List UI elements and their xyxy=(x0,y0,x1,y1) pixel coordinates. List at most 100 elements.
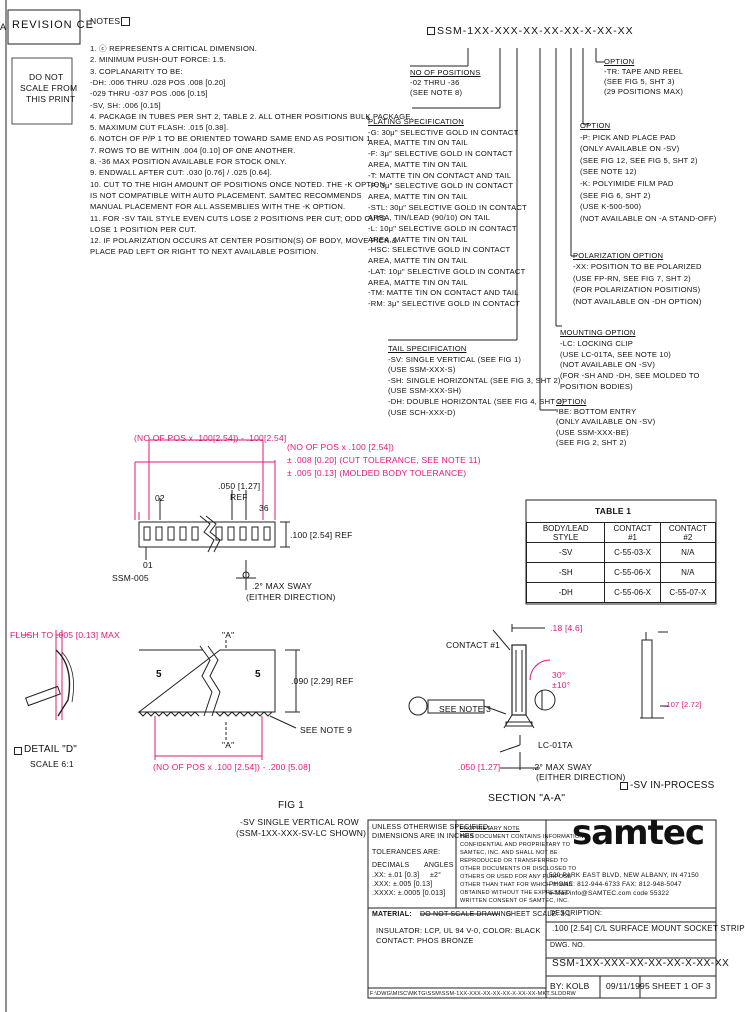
do-not-scale-line: SCALE FROM xyxy=(20,83,78,93)
tb-address-3: e-Mail info@SAMTEC.com code 55322 xyxy=(549,890,670,897)
note-line: -SV, SH: .006 [0.15] xyxy=(90,100,161,110)
tb-decimal-3: .XXXX: ±.0005 [0.013] xyxy=(372,890,446,897)
callout-line: (USE SSM-XXX-BE) xyxy=(556,427,629,437)
tb-address-2: PHONE: 812-944-6733 FAX: 812-948-5047 xyxy=(549,881,682,888)
callout-line: AREA, MATTE TIN ON TAIL xyxy=(368,191,468,201)
tb-unless-3: TOLERANCES ARE: xyxy=(372,849,441,856)
table-cell: C-55-07-X xyxy=(659,582,717,603)
pin-number-1: 5 xyxy=(156,669,162,680)
callout-line: (FOR POLARIZATION POSITIONS) xyxy=(573,285,701,295)
callout-line: (29 POSITIONS MAX) xyxy=(604,87,684,96)
detail-d-label: DETAIL "D" xyxy=(24,744,77,755)
note-line: 3. COPLANARITY TO BE: xyxy=(90,66,183,76)
proprietary-line: THIS DOCUMENT CONTAINS INFORMATION xyxy=(460,834,584,840)
tb-decimal-2: .XXX: ±.005 [0.13] xyxy=(372,881,433,888)
callout-line: -G: 30μ" SELECTIVE GOLD IN CONTACT xyxy=(368,127,519,137)
proprietary-line: CONFIDENTIAL AND PROPRIETARY TO xyxy=(460,842,571,848)
callout-line: (SEE FIG 12, SEE FIG 5, SHT 2) xyxy=(580,155,698,165)
callout-line: NO OF POSITIONS xyxy=(410,68,481,77)
fig1-pos-36: 36 xyxy=(259,503,269,513)
note-line: 6. NOTCH OF P/P 1 TO BE ORIENTED TOWARD … xyxy=(90,134,373,144)
table-header-cell: BODY/LEAD STYLE xyxy=(525,522,606,543)
table-cell: C-55-06-X xyxy=(604,562,661,583)
table-cell: -SH xyxy=(525,562,606,583)
part-number-title: SSM-1XX-XXX-XX-XX-XX-X-XX-XX xyxy=(437,25,634,37)
table1-title: TABLE 1 xyxy=(595,506,632,516)
section-sway: .2° MAX SWAY xyxy=(532,762,593,772)
fig1-dim-right-3: ± .005 [0.13] (MOLDED BODY TOLERANCE) xyxy=(287,468,467,478)
callout-line: (SEE NOTE 8) xyxy=(410,88,463,97)
fig1-pad-label: SSM-005 xyxy=(112,573,149,583)
tb-by: KOLB xyxy=(566,981,590,991)
section-angle: 30° xyxy=(552,670,566,680)
note-line: MANUAL PLACEMENT FOR ALL ASSEMBLIES WITH… xyxy=(90,202,346,212)
note-line: LOSE 1 POSITION PER CUT. xyxy=(90,224,197,234)
table-cell: C-55-06-X xyxy=(604,582,661,603)
tb-by-label: BY: xyxy=(550,981,564,991)
table-header-cell: CONTACT #2 xyxy=(659,522,717,543)
fig1-ref-label: REF xyxy=(230,492,248,502)
tb-address-1: 520 PARK EAST BLVD, NEW ALBANY, IN 47150 xyxy=(549,872,699,879)
table-header-cell: CONTACT #1 xyxy=(604,522,661,543)
callout-line: (USE K-500-500) xyxy=(580,202,642,212)
fig1-ref-pitch: .050 [1.27] xyxy=(218,481,261,491)
fig1-pos-01: 01 xyxy=(143,560,153,570)
critical-dimension-icon xyxy=(14,747,22,755)
detail-d-scale: SCALE 6:1 xyxy=(30,759,74,769)
note-line: 1. ⓒ REPRESENTS A CRITICAL DIMENSION. xyxy=(90,44,258,53)
table-row: -SH C-55-06-X N/A xyxy=(525,562,717,583)
note-line: 11. FOR -SV TAIL STYLE EVEN CUTS LOSE 2 … xyxy=(90,213,386,223)
fig1-height-ref: .100 [2.54] REF xyxy=(290,530,353,540)
callout-line: (NOT AVAILABLE ON -DH OPTION) xyxy=(573,296,702,306)
tb-description-label: DESCRIPTION: xyxy=(550,910,603,917)
callout-line: TAIL SPECIFICATION xyxy=(388,344,467,353)
callout-line: PLATING SPECIFICATION xyxy=(368,117,464,126)
section-ref-dim: .050 [1.27] xyxy=(458,762,501,772)
tb-sheet-scale: SHEET SCALE: 3:1 xyxy=(506,911,571,918)
callout-line: -SV: SINGLE VERTICAL (SEE FIG 1) xyxy=(388,354,522,364)
callout-line: (SEE FIG 6, SHT 2) xyxy=(580,190,651,200)
callout-line: (SEE FIG 2, SHT 2) xyxy=(556,437,627,447)
drawing-lines xyxy=(5,0,717,1012)
callout-line: -XX: POSITION TO BE POLARIZED xyxy=(573,262,702,272)
table-row: -SV C-55-03-X N/A xyxy=(525,542,717,563)
tb-description: .100 [2.54] C/L SURFACE MOUNT SOCKET STR… xyxy=(552,924,745,933)
table1: BODY/LEAD STYLE CONTACT #1 CONTACT #2 -S… xyxy=(525,522,717,603)
section-dim-height: .18 [4.6] xyxy=(550,623,583,633)
pin-number-2: 5 xyxy=(255,669,261,680)
tb-material-2: CONTACT: PHOS BRONZE xyxy=(376,936,474,945)
callout-line: -T: MATTE TIN ON CONTACT AND TAIL xyxy=(368,170,512,180)
callout-line: -TR: TAPE AND REEL xyxy=(604,67,684,76)
callout-line: (NOT AVAILABLE ON -A STAND-OFF) xyxy=(580,213,717,223)
sv-process-label: -SV IN-PROCESS xyxy=(630,780,715,791)
callout-line: POLARIZATION OPTION xyxy=(573,251,664,260)
section-see-note3: SEE NOTE 3 xyxy=(439,704,492,714)
table-cell: C-55-03-X xyxy=(604,542,661,563)
note-line: 9. ENDWALL AFTER CUT: .030 [0.76] / .025… xyxy=(90,168,273,178)
proprietary-line: OTHERS OR USED FOR ANY PURPOSE xyxy=(460,874,572,880)
notes-label: NOTES: xyxy=(90,16,123,26)
note-line: PLACE PAD LEFT OR RIGHT TO NEXT AVAILABL… xyxy=(90,247,319,257)
section-arrow-a-bottom: "A" xyxy=(222,740,235,750)
callout-line: -P: PICK AND PLACE PAD xyxy=(580,132,676,142)
tb-date: 09/11/1995 xyxy=(606,981,650,991)
fig1-pos-02: 02 xyxy=(155,493,165,503)
note-line: 5. MAXIMUM CUT FLASH: .015 [0.38]. xyxy=(90,123,229,133)
callout-line: -SH: SINGLE HORIZONTAL (SEE FIG 3, SHT 2… xyxy=(388,375,561,385)
callout-line: MOUNTING OPTION xyxy=(560,328,636,337)
tb-material-label: MATERIAL: xyxy=(372,911,412,918)
tb-decimal-1: .XX: ±.01 [0.3] xyxy=(372,872,420,879)
fig1-dim-right-2: ± .008 [0.20] (CUT TOLERANCE, SEE NOTE 1… xyxy=(287,455,481,465)
callout-line: -STL: 30μ" SELECTIVE GOLD IN CONTACT xyxy=(368,202,527,212)
note-line: 4. PACKAGE IN TUBES PER SHT 2, TABLE 2. … xyxy=(90,111,413,121)
callout-line: OPTION xyxy=(556,397,587,406)
fig1-caption: FIG 1 xyxy=(278,800,305,811)
callout-line: (USE SSM-XXX-S) xyxy=(388,365,456,375)
side-view-note9: SEE NOTE 9 xyxy=(300,725,353,735)
callout-line: (USE SSM-XXX-SH) xyxy=(388,386,462,396)
note-line: 2. MINIMUM PUSH-OUT FORCE: 1.5. xyxy=(90,55,227,65)
note-line: IS NOT COMPATIBLE WITH AUTO PLACEMENT. S… xyxy=(90,190,362,200)
table-cell: -SV xyxy=(525,542,606,563)
note-line: -029 THRU -037 POS .006 [0.15] xyxy=(90,89,208,99)
callout-line: (USE LC-01TA, SEE NOTE 10) xyxy=(560,349,671,359)
